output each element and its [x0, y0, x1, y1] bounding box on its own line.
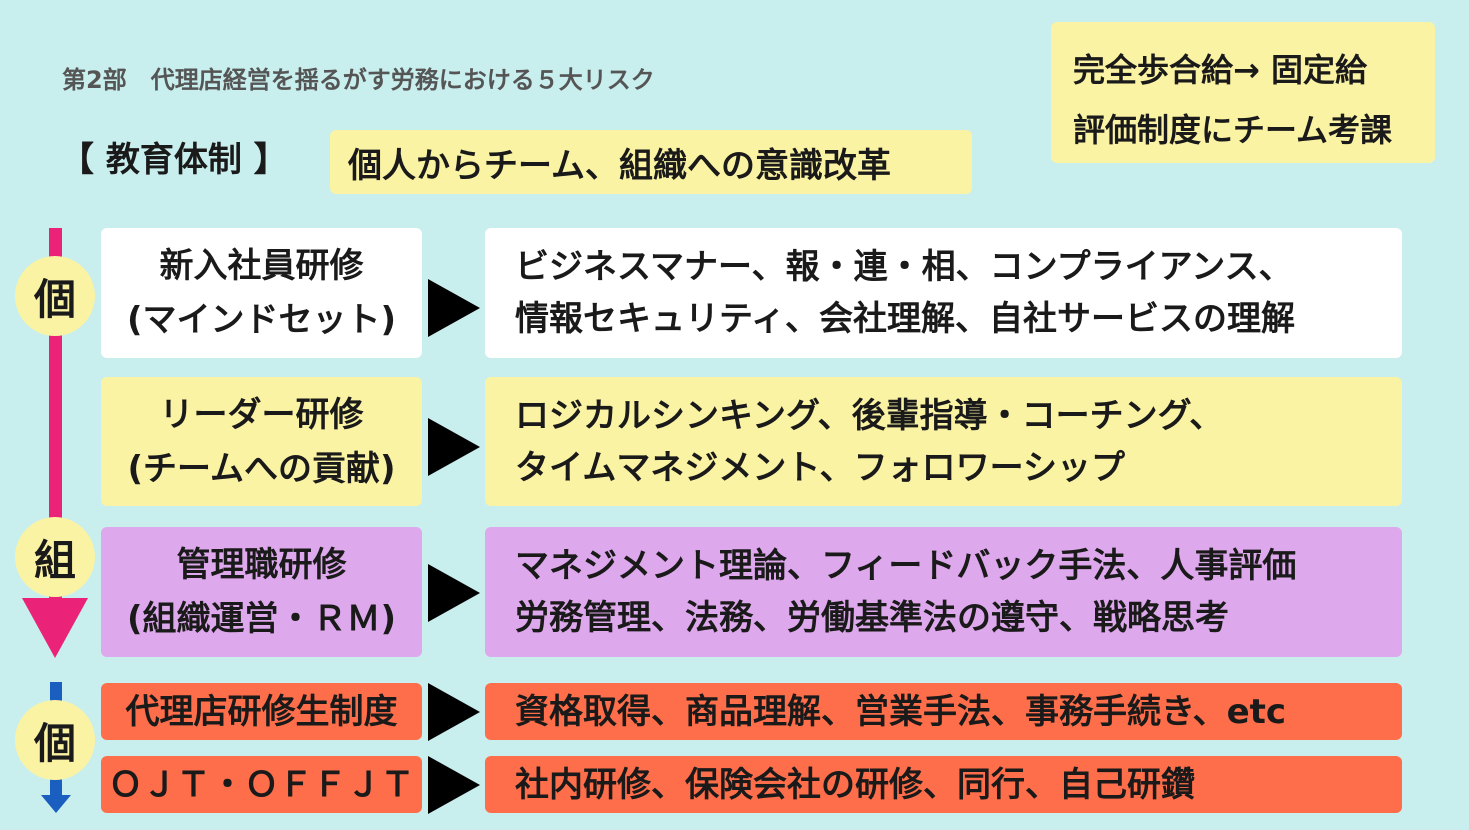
- training-title: ＯＪＴ・ＯＦＦＪＴ: [108, 764, 415, 805]
- content-line: 社内研修、保険会社の研修、同行、自己研鑽: [515, 764, 1195, 805]
- arrow-right-icon: [428, 683, 480, 741]
- training-manager: 管理職研修 (組織運営・ＲＭ): [101, 527, 422, 657]
- arrow-right-icon: [428, 756, 480, 814]
- content-line: 労務管理、法務、労働基準法の遵守、戦略思考: [515, 598, 1229, 638]
- training-subtitle: (組織運営・ＲＭ): [126, 599, 397, 639]
- banner: 個人からチーム、組織への意識改革: [330, 130, 972, 194]
- pink-arrow-head: [22, 598, 88, 658]
- training-content: ロジカルシンキング、後輩指導・コーチング、 タイムマネジメント、フォロワーシップ: [485, 377, 1402, 506]
- training-subtitle: (マインドセット): [126, 300, 397, 340]
- training-title: 新入社員研修: [159, 246, 364, 286]
- training-title: リーダー研修: [159, 394, 364, 435]
- training-new-employee: 新入社員研修 (マインドセット): [101, 228, 422, 358]
- banner-text: 個人からチーム、組織への意識改革: [348, 145, 891, 186]
- content-line: タイムマネジメント、フォロワーシップ: [515, 447, 1125, 488]
- arrow-right-icon: [428, 418, 480, 476]
- training-content: マネジメント理論、フィードバック手法、人事評価 労務管理、法務、労働基準法の遵守…: [485, 527, 1402, 657]
- individual-label-top: 個: [15, 256, 95, 336]
- content-line: 情報セキュリティ、会社理解、自社サービスの理解: [515, 299, 1295, 339]
- content-line: 資格取得、商品理解、営業手法、事務手続き、etc: [515, 691, 1287, 732]
- note-line-1: 完全歩合給→ 固定給: [1073, 51, 1367, 89]
- arrow-right-icon: [428, 279, 480, 337]
- blue-arrow-head: [41, 795, 71, 813]
- content-line: ビジネスマナー、報・連・相、コンプライアンス、: [515, 247, 1293, 287]
- arrow-right-icon: [428, 564, 480, 622]
- training-title: 管理職研修: [176, 545, 347, 585]
- training-agency-trainee: 代理店研修生制度: [101, 683, 422, 740]
- organization-label: 組: [15, 517, 95, 597]
- section-title: 【 教育体制 】: [60, 140, 288, 180]
- training-ojt: ＯＪＴ・ＯＦＦＪＴ: [101, 756, 422, 813]
- training-leader: リーダー研修 (チームへの貢献): [101, 377, 422, 506]
- training-content: 資格取得、商品理解、営業手法、事務手続き、etc: [485, 683, 1402, 740]
- training-content: 社内研修、保険会社の研修、同行、自己研鑽: [485, 756, 1402, 813]
- individual-label-bottom: 個: [15, 700, 95, 780]
- training-title: 代理店研修生制度: [125, 691, 398, 732]
- note-line-2: 評価制度にチーム考課: [1073, 111, 1393, 149]
- content-line: ロジカルシンキング、後輩指導・コーチング、: [515, 395, 1224, 436]
- content-line: マネジメント理論、フィードバック手法、人事評価: [515, 546, 1297, 586]
- pay-note: 完全歩合給→ 固定給 評価制度にチーム考課: [1051, 22, 1435, 163]
- training-subtitle: (チームへの貢献): [127, 448, 396, 489]
- slide-subtitle: 第2部 代理店経営を揺るがす労務における５大リスク: [62, 66, 655, 94]
- training-content: ビジネスマナー、報・連・相、コンプライアンス、 情報セキュリティ、会社理解、自社…: [485, 228, 1402, 358]
